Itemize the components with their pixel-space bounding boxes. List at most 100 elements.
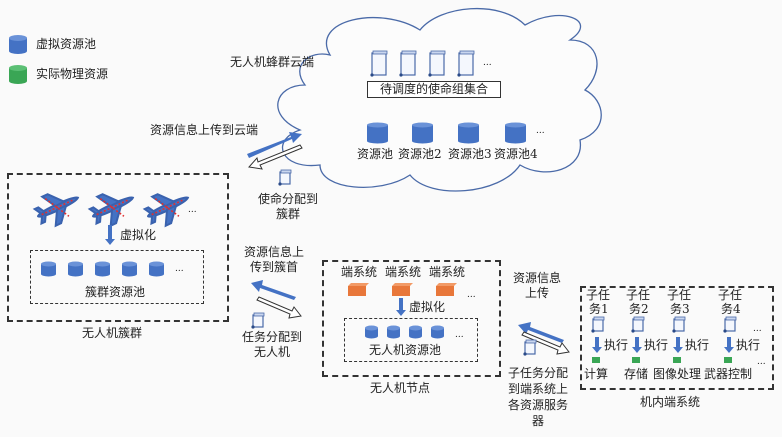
resource-pool-icon bbox=[367, 122, 388, 144]
pool-label-2: 资源池2 bbox=[398, 147, 442, 161]
legend: 虚拟资源池 实际物理资源 bbox=[8, 33, 108, 85]
cluster-title: 无人机簇群 bbox=[82, 326, 143, 340]
resource-pool-icon bbox=[458, 122, 479, 144]
physical-resource-icon bbox=[632, 357, 640, 363]
mission-assign-arrow bbox=[248, 144, 303, 170]
down-arrow-icon bbox=[396, 298, 406, 316]
uav-cluster-box bbox=[7, 173, 229, 322]
legend-item-virtual-pool: 虚拟资源池 bbox=[8, 33, 108, 55]
mission-doc-icon bbox=[399, 50, 417, 77]
resource-label: 存储 bbox=[624, 367, 649, 381]
cylinder-icon bbox=[9, 35, 27, 54]
label-line: 簇群 bbox=[275, 207, 300, 221]
down-arrow-icon bbox=[724, 337, 734, 353]
uav-icon bbox=[142, 193, 190, 228]
upload-to-cluster-head-label: 资源信息上 传到簇首 bbox=[238, 245, 310, 275]
uav-pool-box bbox=[344, 318, 478, 362]
ellipsis: ... bbox=[536, 126, 545, 136]
down-arrow-icon bbox=[592, 337, 602, 353]
legend-item-physical: 实际物理资源 bbox=[8, 63, 108, 85]
subtask-doc-icon bbox=[631, 316, 645, 333]
upload-to-cluster-head-arrow bbox=[251, 280, 296, 300]
label-line: 无人机 bbox=[253, 345, 290, 359]
uav-node-title: 无人机节点 bbox=[370, 381, 431, 395]
mission-doc-icon bbox=[370, 50, 388, 77]
resource-pool-icon bbox=[412, 122, 433, 144]
down-arrow-icon bbox=[673, 337, 683, 353]
legend-label: 实际物理资源 bbox=[36, 66, 109, 81]
label-line: 器 bbox=[531, 414, 544, 428]
mission-assign-label: 使命分配到 簇群 bbox=[252, 192, 324, 222]
end-system-icon bbox=[436, 283, 457, 296]
cylinder-icon bbox=[9, 65, 27, 84]
execute-label: 执行 bbox=[736, 338, 761, 352]
resource-label: 计算 bbox=[584, 367, 609, 381]
pool-cylinder-icon bbox=[365, 325, 378, 339]
subtask-doc-icon bbox=[591, 316, 605, 333]
subtask-name: 务2 bbox=[629, 302, 649, 316]
subtask-doc-icon bbox=[723, 316, 737, 333]
task-assign-label: 任务分配到 无人机 bbox=[236, 330, 308, 360]
end-system-icon bbox=[392, 283, 413, 296]
ellipsis: ... bbox=[175, 264, 184, 274]
endsys-upload-arrow bbox=[518, 322, 564, 343]
document-icon bbox=[251, 312, 265, 329]
pool-cylinder-icon bbox=[95, 261, 110, 277]
uav-pool-label: 无人机资源池 bbox=[369, 343, 442, 357]
label-line: 使命分配到 bbox=[257, 192, 318, 206]
label-line: 各资源服务 bbox=[507, 398, 568, 412]
ellipsis: ... bbox=[455, 330, 464, 340]
mission-set-label: 待调度的使命组集合 bbox=[367, 81, 501, 98]
subtask-name: 务1 bbox=[589, 302, 609, 316]
mission-doc-icon bbox=[457, 50, 475, 77]
execute-label: 执行 bbox=[685, 338, 710, 352]
label-line: 任务分配到 bbox=[241, 330, 302, 344]
end-system-label-1: 端系统 bbox=[341, 265, 378, 279]
pool-cylinder-icon bbox=[68, 261, 83, 277]
cluster-pool-box bbox=[30, 250, 204, 304]
document-icon bbox=[278, 169, 292, 186]
down-arrow-icon bbox=[632, 337, 642, 353]
cluster-pool-label: 簇群资源池 bbox=[85, 285, 146, 299]
pool-label-3: 资源池3 bbox=[448, 147, 492, 161]
label-line: 上传 bbox=[524, 286, 549, 300]
pool-cylinder-icon bbox=[387, 325, 400, 339]
subtask-doc-icon bbox=[672, 316, 686, 333]
legend-label: 虚拟资源池 bbox=[36, 36, 97, 51]
pool-cylinder-icon bbox=[409, 325, 422, 339]
upload-to-cloud-arrow bbox=[247, 132, 302, 158]
end-system-icon bbox=[348, 283, 369, 296]
end-system-label-2: 端系统 bbox=[385, 265, 422, 279]
subtask-name: 子任 bbox=[586, 288, 611, 302]
uav-node-box bbox=[322, 260, 501, 377]
pool-cylinder-icon bbox=[431, 325, 444, 339]
upload-to-cloud-label: 资源信息上传到云端 bbox=[150, 123, 259, 137]
execute-label: 执行 bbox=[644, 338, 669, 352]
subtask-name: 子任 bbox=[626, 288, 651, 302]
ellipsis: ... bbox=[483, 58, 492, 68]
end-system-label-3: 端系统 bbox=[429, 265, 466, 279]
subtask-name: 务3 bbox=[670, 302, 690, 316]
subtask-name: 子任 bbox=[718, 288, 743, 302]
onboard-title: 机内端系统 bbox=[640, 395, 701, 409]
down-arrow-icon bbox=[105, 225, 115, 245]
pool-cylinder-icon bbox=[41, 261, 56, 277]
resource-pool-icon bbox=[505, 122, 526, 144]
document-icon bbox=[523, 339, 537, 356]
virtualize-label: 虚拟化 bbox=[409, 300, 446, 314]
virtualize-label: 虚拟化 bbox=[120, 228, 157, 242]
task-assign-arrow bbox=[256, 296, 302, 319]
resource-label: 图像处理 bbox=[653, 367, 702, 381]
subtask-assign-label: 子任务分配 到端系统上 各资源服务 器 bbox=[500, 365, 576, 429]
ellipsis: ... bbox=[753, 324, 762, 334]
ellipsis: ... bbox=[757, 357, 766, 367]
uav-icon bbox=[32, 193, 80, 228]
label-line: 资源信息上 bbox=[243, 245, 304, 259]
subtask-assign-arrow bbox=[521, 331, 570, 355]
cloud-shape bbox=[277, 8, 602, 192]
pool-label-1: 资源池 bbox=[357, 147, 394, 161]
label-line: 到端系统上 bbox=[507, 382, 568, 396]
pool-cylinder-icon bbox=[122, 261, 137, 277]
resource-label: 武器控制 bbox=[704, 367, 753, 381]
